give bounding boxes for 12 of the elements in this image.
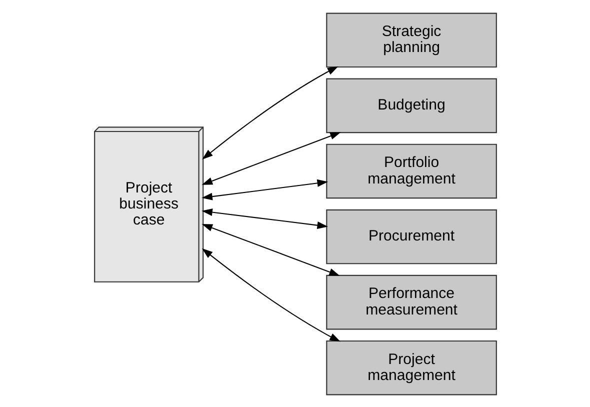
node-box: Strategic planning (326, 12, 496, 68)
arrow (201, 248, 340, 342)
node-box: Procurement (326, 208, 496, 264)
node-box: Project management (326, 340, 496, 395)
arrow (201, 178, 328, 200)
node-box: Performance measurement (326, 274, 496, 330)
arrow (201, 132, 340, 184)
node-box: Portfolio management (326, 143, 496, 198)
arrow (201, 208, 328, 228)
node-box: Budgeting (326, 78, 496, 133)
arrow (202, 66, 338, 159)
arrow (201, 223, 340, 276)
